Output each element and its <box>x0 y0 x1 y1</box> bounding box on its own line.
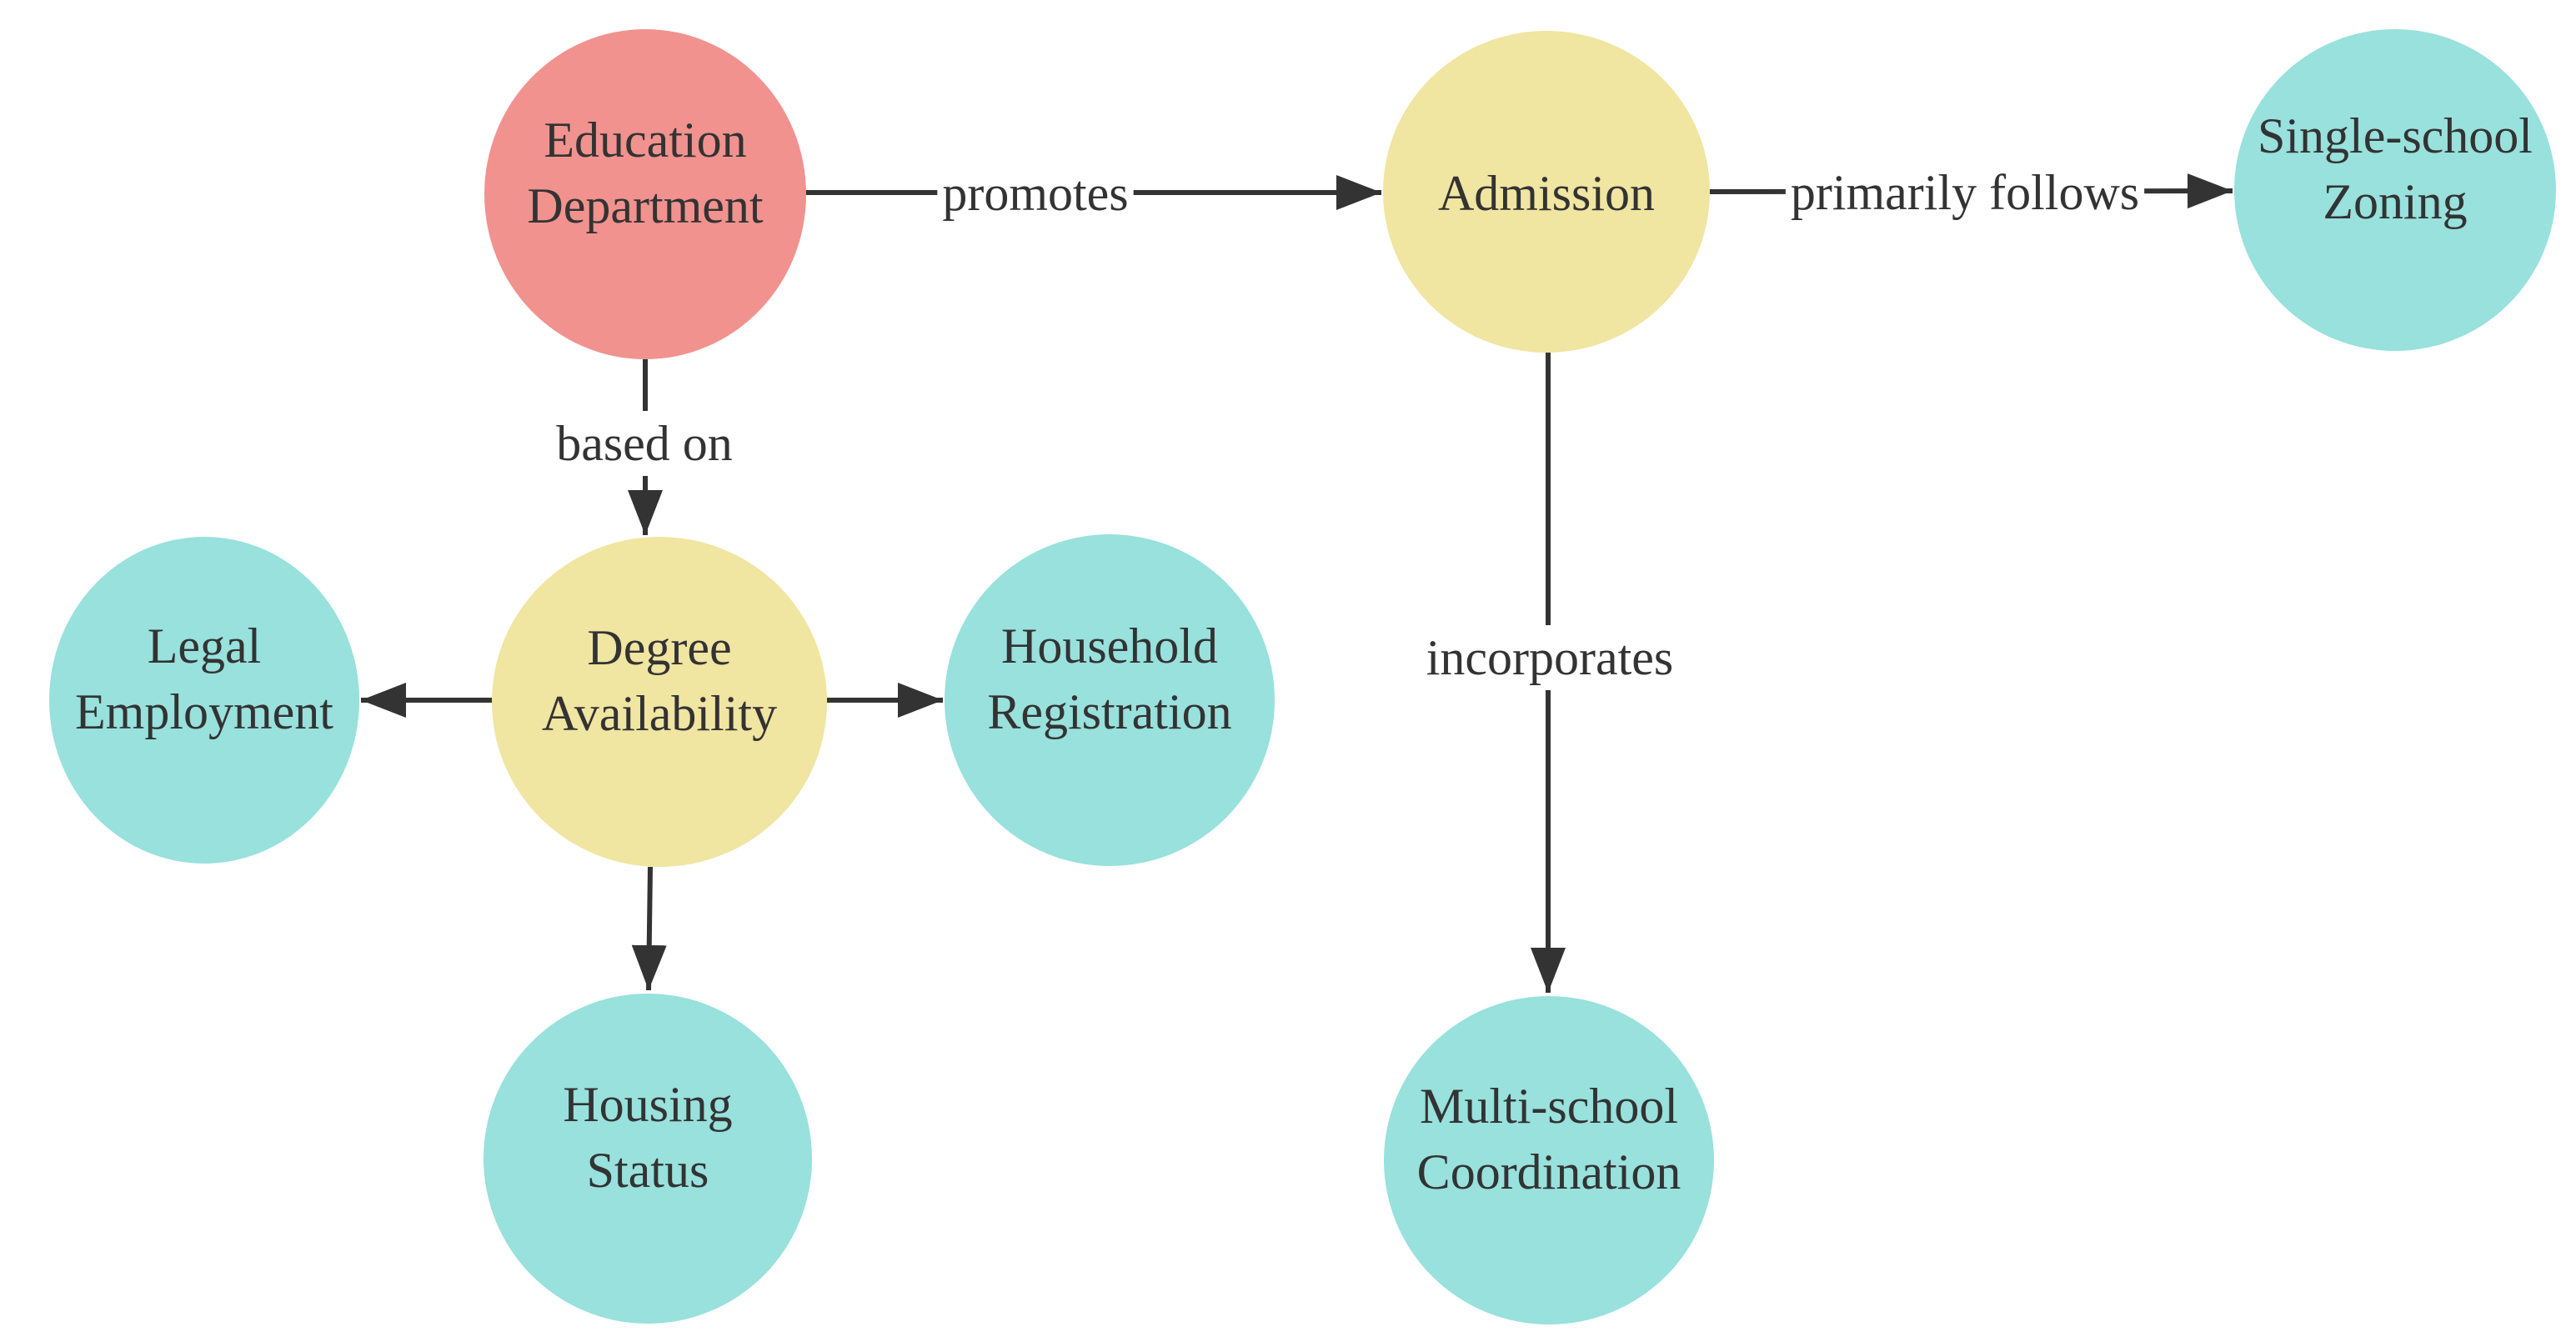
edge-label-edu-to-admission: promotes <box>942 166 1128 221</box>
edge-label-bg <box>1785 160 2145 225</box>
node-household-registration <box>945 534 1275 866</box>
edge-degree-to-housing <box>631 866 667 991</box>
node-housing-status <box>484 994 812 1324</box>
node-label-admission: Admission <box>1438 166 1655 221</box>
node-legal-employment <box>49 537 359 864</box>
node-multi-school-coordination <box>1384 996 1714 1324</box>
node-degree-availability <box>492 537 827 867</box>
edge-label-bg <box>551 411 738 476</box>
edge-label-edu-to-degree: based on <box>556 416 733 471</box>
node-education-department <box>484 29 806 359</box>
edge-label-bg <box>1421 625 1679 690</box>
edge-label-admission-to-zoning: primarily follows <box>1791 165 2139 220</box>
edge-label-bg <box>937 161 1134 226</box>
edge-label-admission-to-multi: incorporates <box>1426 630 1674 685</box>
node-admission <box>1383 31 1710 353</box>
node-single-school-zoning <box>2234 29 2556 351</box>
